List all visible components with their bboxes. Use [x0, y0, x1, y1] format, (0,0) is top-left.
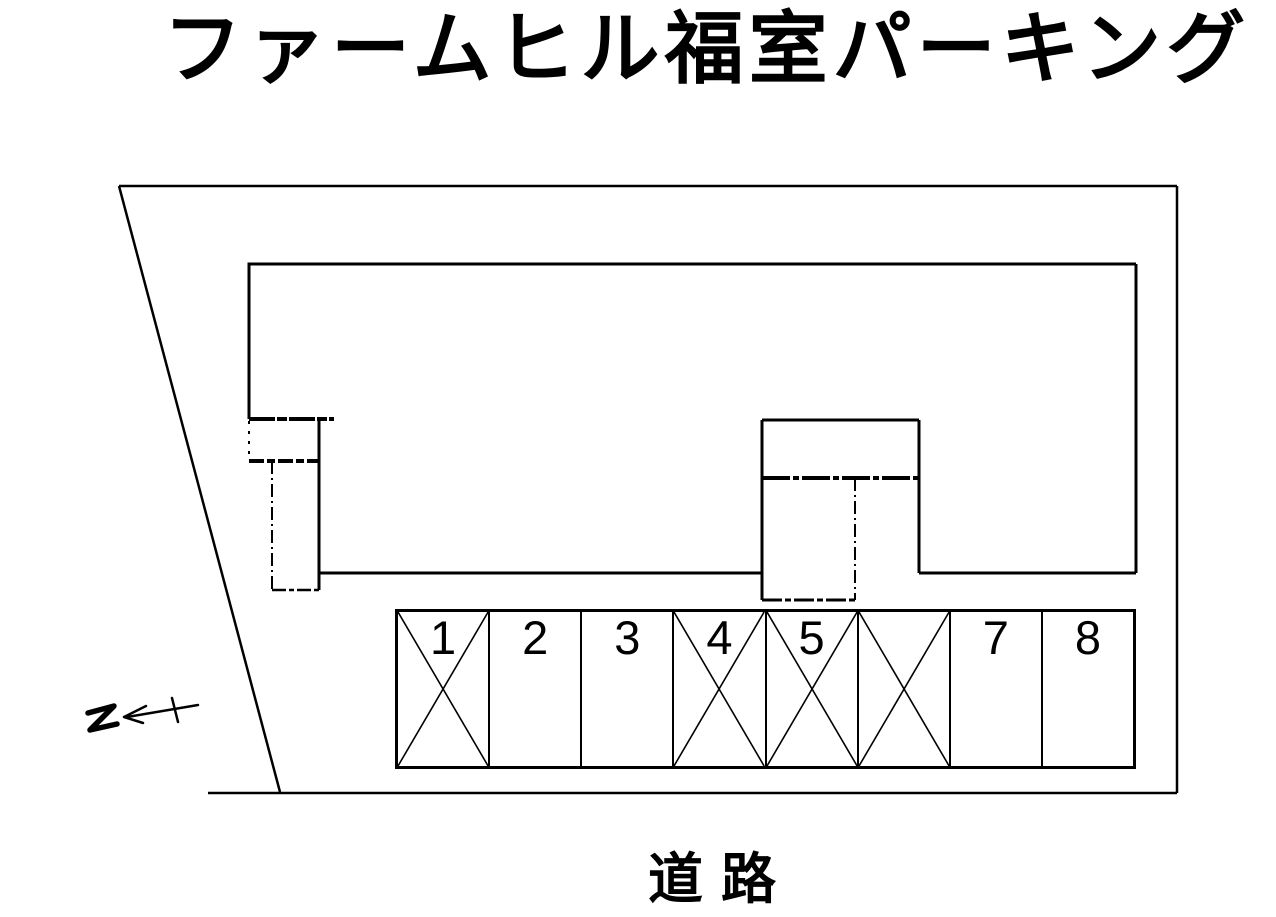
north-arrow-tick: [170, 696, 180, 724]
parking-stall-6: [859, 612, 951, 766]
north-arrow: [85, 696, 200, 733]
left-annex: [248, 417, 334, 592]
stall-number: 3: [614, 611, 641, 664]
lot-boundary: [117, 184, 1179, 795]
stall-number: 5: [798, 611, 825, 664]
stall-number: 4: [706, 611, 733, 664]
parking-stall-1: 1: [398, 611, 491, 766]
road-label: 道路: [648, 848, 795, 910]
parking-stall-3: 3: [582, 611, 675, 766]
building-outline: [247, 262, 1138, 575]
page-title: ファームヒル福室パーキング: [163, 4, 1251, 93]
parking-stall-4: 4: [674, 611, 767, 766]
middle-annex: [760, 418, 921, 602]
parking-stall-2: 2: [490, 611, 583, 766]
lot-left-slanted-edge: [117, 185, 282, 793]
north-arrow-head: [122, 704, 148, 725]
x-mark: [398, 612, 488, 766]
stall-number: 7: [982, 611, 1009, 664]
x-mark: [767, 612, 857, 766]
parking-stall-7: 7: [951, 612, 1043, 766]
x-mark: [674, 612, 764, 766]
north-letter-n-rotated: [85, 703, 120, 733]
parking-stall-5: 5: [767, 612, 859, 766]
x-mark: [859, 612, 949, 766]
parking-stall-8: 8: [1043, 612, 1133, 766]
parking-stall-row: 1 2 3 4 5 7 8: [395, 609, 1136, 769]
stall-number: 1: [429, 611, 457, 664]
stall-number: 8: [1074, 611, 1101, 664]
stall-number: 2: [522, 611, 549, 664]
north-arrow-shaft: [125, 703, 200, 719]
